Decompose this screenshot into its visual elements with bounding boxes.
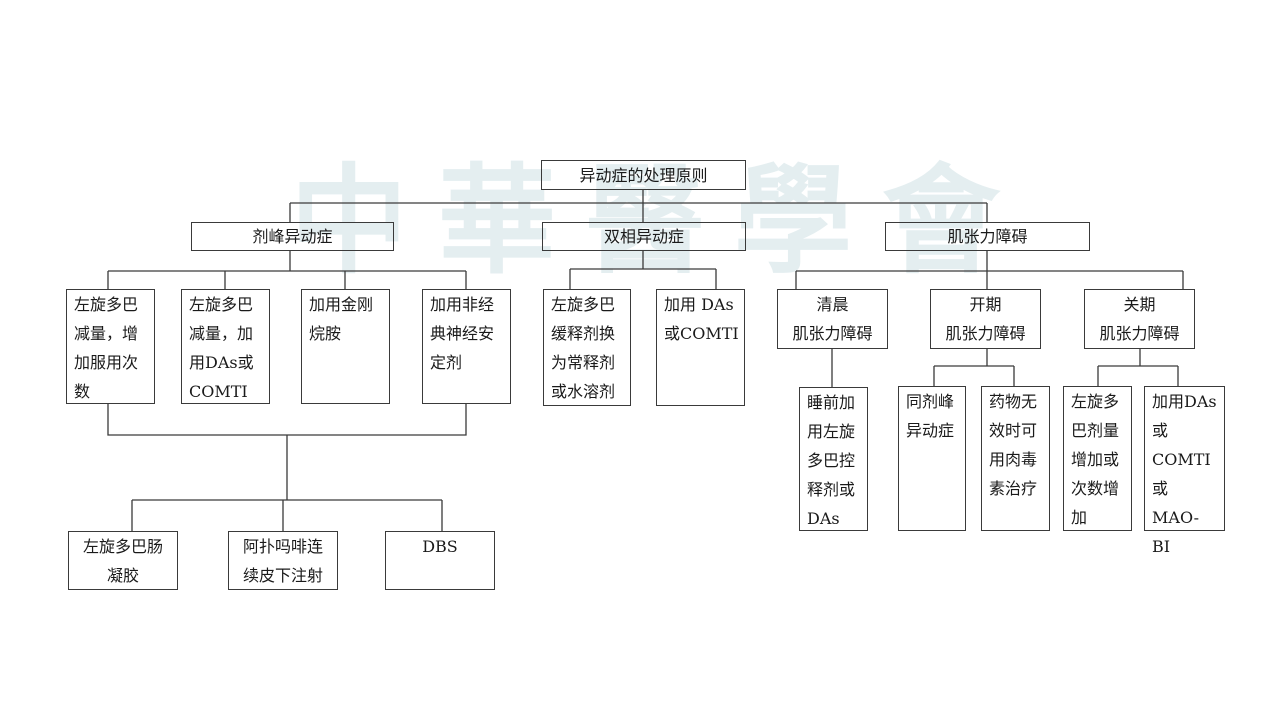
category-label: 双相异动症 — [603, 227, 684, 246]
peak-item-label: 左旋多巴 减量，加 用DAs或 COMTI — [189, 295, 254, 401]
advanced-item-apomorphine: 阿扑吗啡连 续皮下注射 — [228, 531, 338, 590]
category-peak-dyskinesia: 剂峰异动症 — [191, 222, 394, 251]
morning-item-label: 睡前加 用左旋 多巴控 释剂或 DAs — [807, 393, 856, 528]
dystonia-type-morning: 清晨 肌张力障碍 — [777, 289, 888, 349]
peak-item-label: 加用金刚 烷胺 — [309, 295, 374, 343]
category-biphasic-dyskinesia: 双相异动症 — [542, 222, 746, 251]
morning-item-bedtime-levodopa: 睡前加 用左旋 多巴控 释剂或 DAs — [799, 387, 868, 531]
dystonia-type-label: 清晨 肌张力障碍 — [792, 295, 873, 343]
peak-item-add-das-comti: 左旋多巴 减量，加 用DAs或 COMTI — [181, 289, 270, 404]
advanced-item-intestinal-gel: 左旋多巴肠 凝胶 — [68, 531, 178, 590]
peak-item-label: 加用非经 典神经安 定剂 — [430, 295, 495, 372]
advanced-item-dbs: DBS — [385, 531, 495, 590]
off-item-label: 左旋多 巴剂量 增加或 次数增 加 — [1071, 392, 1120, 527]
peak-item-amantadine: 加用金刚 烷胺 — [301, 289, 390, 404]
watermark-char: 會 — [881, 151, 1010, 290]
off-item-label: 加用DAs 或COMTI 或 MAO- BI — [1152, 392, 1217, 556]
biphasic-item-switch-release: 左旋多巴 缓释剂换 为常释剂 或水溶剂 — [543, 289, 631, 406]
biphasic-item-add-das-comti: 加用 DAs 或COMTI — [656, 289, 745, 406]
advanced-item-label: 阿扑吗啡连 续皮下注射 — [242, 537, 323, 585]
watermark: 中 華 醫 學 會 — [290, 140, 1010, 290]
dystonia-type-on: 开期 肌张力障碍 — [930, 289, 1041, 349]
root-node: 异动症的处理原则 — [541, 160, 746, 190]
peak-item-label: 左旋多巴 减量，增 加服用次 数 — [74, 295, 139, 401]
watermark-char: 中 — [290, 151, 419, 290]
dystonia-type-label: 关期 肌张力障碍 — [1099, 295, 1180, 343]
peak-item-reduce-dose: 左旋多巴 减量，增 加服用次 数 — [66, 289, 155, 404]
category-dystonia: 肌张力障碍 — [885, 222, 1090, 251]
on-item-same-as-peak: 同剂峰 异动症 — [898, 386, 966, 531]
advanced-item-label: 左旋多巴肠 凝胶 — [82, 537, 163, 585]
category-label: 肌张力障碍 — [947, 227, 1028, 246]
on-item-label: 药物无 效时可 用肉毒 素治疗 — [989, 392, 1038, 498]
biphasic-item-label: 加用 DAs 或COMTI — [664, 295, 739, 343]
advanced-item-label: DBS — [422, 537, 458, 556]
on-item-botulinum-toxin: 药物无 效时可 用肉毒 素治疗 — [981, 386, 1050, 531]
peak-item-atypical-antipsychotic: 加用非经 典神经安 定剂 — [422, 289, 511, 404]
root-label: 异动症的处理原则 — [579, 165, 708, 185]
off-item-increase-levodopa: 左旋多 巴剂量 增加或 次数增 加 — [1063, 386, 1132, 531]
category-label: 剂峰异动症 — [252, 227, 333, 246]
dystonia-type-off: 关期 肌张力障碍 — [1084, 289, 1195, 349]
dystonia-type-label: 开期 肌张力障碍 — [945, 295, 1026, 343]
watermark-char: 華 — [437, 151, 566, 290]
watermark-char: 醫 — [585, 151, 714, 290]
biphasic-item-label: 左旋多巴 缓释剂换 为常释剂 或水溶剂 — [551, 295, 616, 401]
off-item-add-das-comti-maobi: 加用DAs 或COMTI 或 MAO- BI — [1144, 386, 1225, 556]
watermark-char: 學 — [733, 151, 862, 290]
on-item-label: 同剂峰 异动症 — [906, 392, 955, 440]
